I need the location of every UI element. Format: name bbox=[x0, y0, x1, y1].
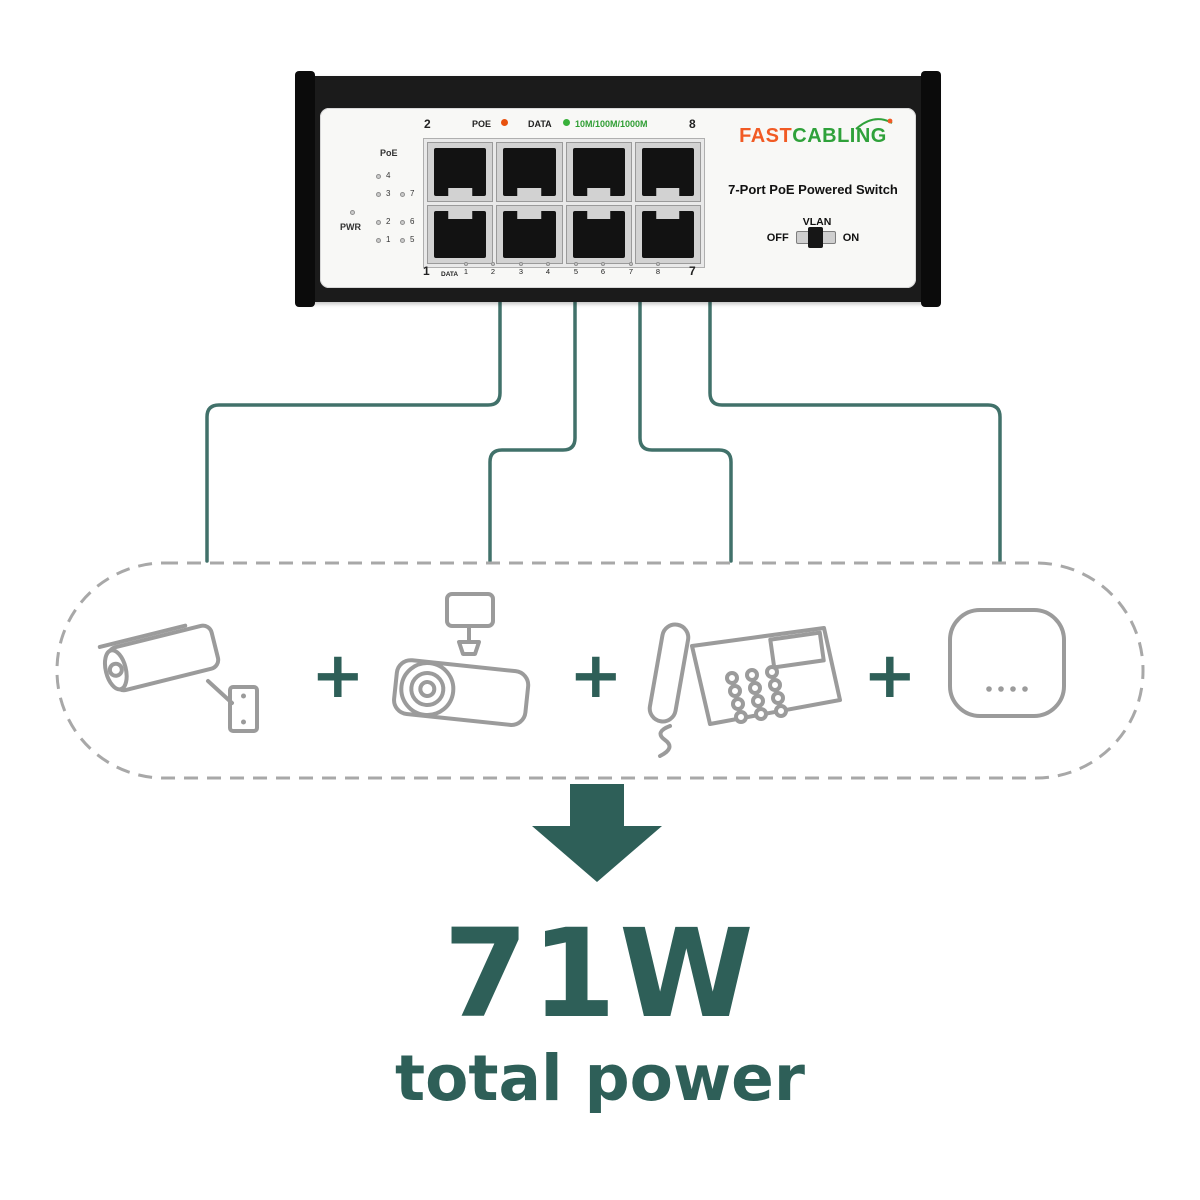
down-arrow-icon bbox=[532, 784, 662, 882]
rj45-jack-icon bbox=[641, 148, 694, 196]
speed-label: 10M/100M/1000M bbox=[575, 119, 648, 129]
vlan-toggle-knob bbox=[807, 227, 823, 248]
dashed-boundary bbox=[55, 561, 1145, 780]
total-power-value: 71W bbox=[443, 903, 757, 1045]
switch-end-cap-right bbox=[921, 71, 941, 307]
data-led-label: DATA bbox=[528, 119, 552, 129]
rj45-port bbox=[496, 142, 563, 202]
port-8-label: 8 bbox=[689, 117, 696, 131]
vlan-toggle bbox=[795, 227, 836, 248]
rj45-jack-icon bbox=[434, 210, 487, 258]
pwr-label: PWR bbox=[340, 222, 361, 232]
poe-led-icon bbox=[501, 119, 508, 126]
led-icon bbox=[400, 220, 405, 225]
port-led-icon bbox=[519, 262, 523, 266]
poe-led-label: POE bbox=[472, 119, 492, 129]
led-number: 3 bbox=[386, 189, 391, 198]
logo-swoosh-icon bbox=[855, 118, 893, 130]
rj45-jack-icon bbox=[572, 210, 625, 258]
vlan-on-label: ON bbox=[842, 231, 860, 244]
led-icon bbox=[376, 174, 381, 179]
data-row-label: DATA bbox=[441, 271, 459, 278]
led-number: 5 bbox=[410, 235, 415, 244]
port-number: 6 bbox=[596, 262, 610, 276]
led-number: 4 bbox=[386, 171, 391, 180]
rj45-jack-icon bbox=[503, 210, 556, 258]
poe-panel-label: PoE bbox=[380, 148, 398, 158]
rj45-port bbox=[634, 204, 701, 264]
led-icon bbox=[376, 220, 381, 225]
port-1-label: 1 bbox=[423, 264, 430, 278]
port-number: 2 bbox=[486, 262, 500, 276]
port-number: 7 bbox=[624, 262, 638, 276]
rj45-jack-icon bbox=[641, 210, 694, 258]
vlan-label: VLAN bbox=[802, 216, 832, 228]
port-2-label: 2 bbox=[424, 117, 431, 131]
logo-fast: FAST bbox=[739, 125, 793, 147]
port-led-icon bbox=[574, 262, 578, 266]
rj45-jack-icon bbox=[503, 148, 556, 196]
rj45-jack-icon bbox=[434, 148, 487, 196]
rj45-jack-icon bbox=[572, 148, 625, 196]
rj45-port bbox=[565, 204, 632, 264]
rj45-port bbox=[565, 142, 632, 202]
poe-switch-device: 2 POE DATA 10M/100M/1000M 8 PoE 4 3 2 1 bbox=[295, 71, 941, 307]
port-7-label: 7 bbox=[689, 264, 696, 278]
led-icon bbox=[376, 192, 381, 197]
connector-line-2 bbox=[488, 300, 577, 563]
port-number: 4 bbox=[541, 262, 555, 276]
faceplate-bottom-labels: 1 DATA 1 2 3 4 5 6 7 8 7 bbox=[320, 260, 916, 286]
fastcabling-logo: FASTCABLING bbox=[718, 118, 908, 148]
bullet-camera-icon bbox=[375, 586, 555, 746]
port-number: 1 bbox=[459, 262, 473, 276]
led-indicator-panel: PoE 4 3 2 1 7 6 5 PWR bbox=[340, 148, 424, 270]
port-led-icon bbox=[601, 262, 605, 266]
plus-sign: + bbox=[311, 639, 365, 713]
rj45-port-block bbox=[423, 138, 705, 268]
cctv-camera-icon bbox=[92, 601, 272, 751]
led-icon bbox=[376, 238, 381, 243]
port-number: 3 bbox=[514, 262, 528, 276]
faceplate-top-labels: 2 POE DATA 10M/100M/1000M 8 bbox=[320, 117, 916, 133]
led-number: 1 bbox=[386, 235, 391, 244]
port-led-icon bbox=[546, 262, 550, 266]
pwr-led-icon bbox=[350, 210, 355, 215]
rj45-port bbox=[634, 142, 701, 202]
plus-sign: + bbox=[863, 639, 917, 713]
vlan-off-label: OFF bbox=[766, 231, 789, 244]
access-point-icon bbox=[943, 603, 1071, 725]
port-led-icon bbox=[491, 262, 495, 266]
led-number: 6 bbox=[410, 217, 415, 226]
rj45-port bbox=[427, 142, 494, 202]
vlan-switch-group: VLAN OFF ON bbox=[718, 216, 908, 248]
led-icon bbox=[400, 192, 405, 197]
port-led-icon bbox=[464, 262, 468, 266]
port-led-icon bbox=[656, 262, 660, 266]
rj45-port bbox=[427, 204, 494, 264]
switch-faceplate: 2 POE DATA 10M/100M/1000M 8 PoE 4 3 2 1 bbox=[320, 108, 916, 288]
led-number: 7 bbox=[410, 189, 415, 198]
port-number: 8 bbox=[651, 262, 665, 276]
logo-cabling: CABLING bbox=[792, 125, 887, 147]
connector-line-1 bbox=[205, 300, 502, 563]
rj45-port bbox=[496, 204, 563, 264]
switch-end-cap-left bbox=[295, 71, 315, 307]
port-number: 5 bbox=[569, 262, 583, 276]
led-icon bbox=[400, 238, 405, 243]
connector-line-3 bbox=[638, 300, 733, 563]
plus-sign: + bbox=[569, 639, 623, 713]
data-led-icon bbox=[563, 119, 570, 126]
led-number: 2 bbox=[386, 217, 391, 226]
connector-line-4 bbox=[708, 300, 1002, 563]
total-power-caption: total power bbox=[395, 1042, 805, 1115]
ip-phone-icon bbox=[612, 598, 852, 758]
port-led-icon bbox=[629, 262, 633, 266]
model-name-label: 7-Port PoE Powered Switch bbox=[728, 182, 898, 197]
